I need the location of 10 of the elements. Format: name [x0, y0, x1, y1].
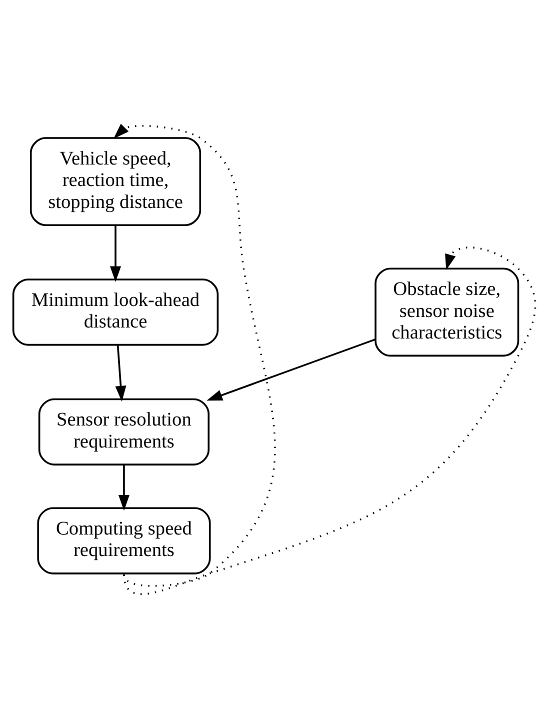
node-box: Minimum look-ahead distance [12, 278, 219, 346]
arrow [206, 338, 376, 400]
node-box: Sensor resolution requirements [38, 398, 210, 465]
arrow [115, 344, 126, 402]
node-box: Vehicle speed, reaction time, stopping distance [30, 136, 202, 226]
node-box: Obstacle size, sensor noise characteristics [374, 267, 520, 356]
arrow [114, 123, 276, 586]
arrow [110, 224, 122, 282]
arrow [118, 464, 130, 510]
node-box: Computing speed requirements [37, 506, 211, 574]
